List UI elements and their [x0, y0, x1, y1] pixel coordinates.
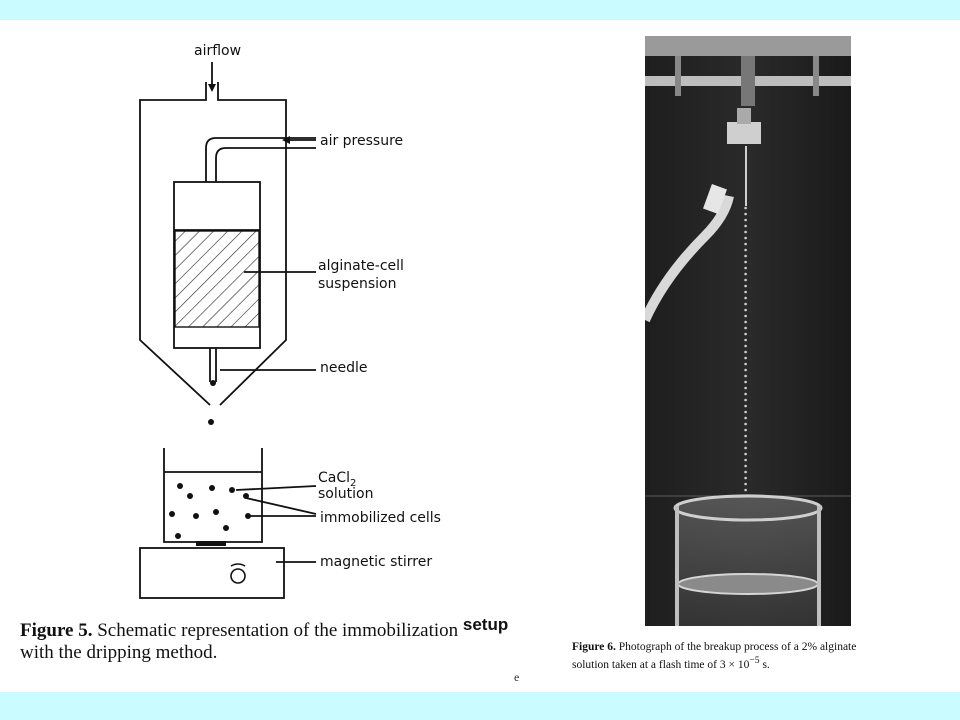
photo-droplet — [744, 410, 747, 414]
photo-droplet — [744, 314, 747, 318]
photo-droplet — [744, 368, 747, 372]
label-immobilized-cells: immobilized cells — [320, 510, 441, 526]
photo-droplet — [744, 464, 747, 468]
photo-droplet — [744, 206, 747, 210]
air-pressure-tube-inner — [215, 147, 316, 182]
photo-droplet — [744, 284, 747, 288]
photo-droplet — [744, 254, 747, 258]
photo-droplet — [744, 470, 747, 474]
figure6-caption-exponent: −5 — [749, 655, 760, 666]
figure5-schematic: airflow air pressure alginate-cell suspe… — [139, 43, 441, 599]
photo-droplet — [744, 266, 747, 270]
photo-droplet — [744, 242, 747, 246]
immobilized-cells-group — [169, 483, 251, 539]
figure6-caption-unit: s. — [759, 658, 770, 671]
photo-droplet — [744, 362, 747, 366]
stirrer-knob — [230, 563, 246, 584]
photo-droplet-stream — [745, 146, 747, 206]
photo-droplet — [744, 248, 747, 252]
photo-droplet — [744, 392, 747, 396]
housing-outline — [139, 82, 211, 406]
photo-droplet — [744, 386, 747, 390]
photo-droplet — [744, 446, 747, 450]
figure5-caption-setup: setup — [462, 615, 509, 634]
photo-droplet — [744, 260, 747, 264]
figure6-caption-label: Figure 6. — [572, 641, 616, 653]
photo-droplet — [744, 296, 747, 300]
photo-droplet — [744, 344, 747, 348]
photo-droplet — [744, 278, 747, 282]
magnetic-stirrer-box — [139, 547, 285, 599]
label-magnetic-stirrer: magnetic stirrer — [320, 554, 432, 570]
label-solution: solution — [318, 486, 373, 502]
photo-droplet — [744, 326, 747, 330]
figure5-caption-text: Schematic representation of the immobili… — [97, 620, 459, 641]
photo-beaker — [673, 494, 823, 626]
photo-tube — [645, 194, 734, 323]
air-pressure-arrowhead — [282, 136, 290, 144]
stir-bar — [196, 541, 226, 546]
figure6-photograph — [645, 36, 851, 626]
photo-droplet — [744, 482, 747, 486]
figure5-caption-text2: with the dripping method. — [20, 642, 218, 663]
photo-droplet — [744, 320, 747, 324]
photo-top-apparatus — [645, 36, 851, 144]
photo-droplet — [744, 332, 747, 336]
leader-cacl — [235, 485, 317, 491]
stray-mark: e — [514, 670, 520, 684]
photo-droplet — [744, 476, 747, 480]
air-pressure-tube — [205, 137, 316, 182]
photo-droplet — [744, 452, 747, 456]
container — [173, 181, 261, 349]
paper-page: airflow air pressure alginate-cell suspe… — [0, 20, 960, 692]
photo-droplet — [744, 488, 747, 492]
airflow-arrowhead — [208, 84, 216, 92]
photo-droplet — [744, 302, 747, 306]
photo-droplet — [744, 218, 747, 222]
figure6-caption: Figure 6. Photograph of the breakup proc… — [572, 640, 872, 672]
photo-droplet — [744, 416, 747, 420]
photo-droplet — [744, 398, 747, 402]
figure5-caption-label: Figure 5. — [20, 620, 93, 641]
label-cacl2: CaCl2 — [318, 470, 356, 489]
photo-droplet — [744, 338, 747, 342]
photo-droplet — [744, 212, 747, 216]
photo-droplet — [744, 224, 747, 228]
photo-droplet — [744, 440, 747, 444]
photo-droplet — [744, 356, 747, 360]
label-alginate-cell: alginate-cell — [318, 258, 404, 274]
photo-droplet — [744, 236, 747, 240]
photo-droplet — [744, 272, 747, 276]
droplet — [208, 419, 214, 425]
photo-droplet — [744, 380, 747, 384]
figure6-caption-text: Photograph of the breakup process of a 2… — [572, 641, 857, 671]
droplet — [210, 380, 216, 386]
label-airflow: airflow — [194, 43, 241, 59]
label-air-pressure: air pressure — [320, 133, 403, 149]
photo-droplet — [744, 458, 747, 462]
figure5-caption: Figure 5. Schematic representation of th… — [20, 615, 580, 664]
photo-droplet — [744, 428, 747, 432]
photo-droplet — [744, 290, 747, 294]
leader-cells-1 — [245, 497, 317, 515]
photo-droplet — [744, 422, 747, 426]
photo-droplet — [744, 308, 747, 312]
photo-droplet — [744, 350, 747, 354]
alginate-hatch — [174, 230, 260, 328]
housing-outline-right — [217, 82, 287, 406]
label-needle: needle — [320, 360, 368, 376]
photo-droplet — [744, 230, 747, 234]
photo-droplet — [744, 434, 747, 438]
photo-droplet — [744, 404, 747, 408]
photo-droplet — [744, 374, 747, 378]
label-suspension: suspension — [318, 276, 396, 292]
